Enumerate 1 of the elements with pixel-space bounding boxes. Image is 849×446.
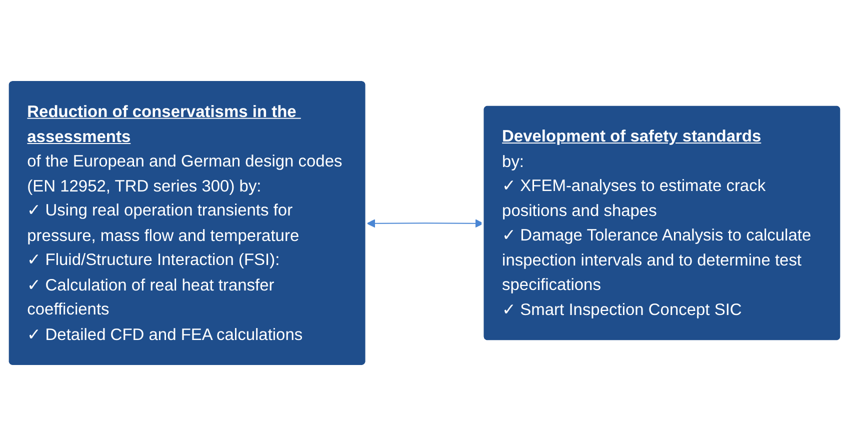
arrow [366, 219, 484, 228]
